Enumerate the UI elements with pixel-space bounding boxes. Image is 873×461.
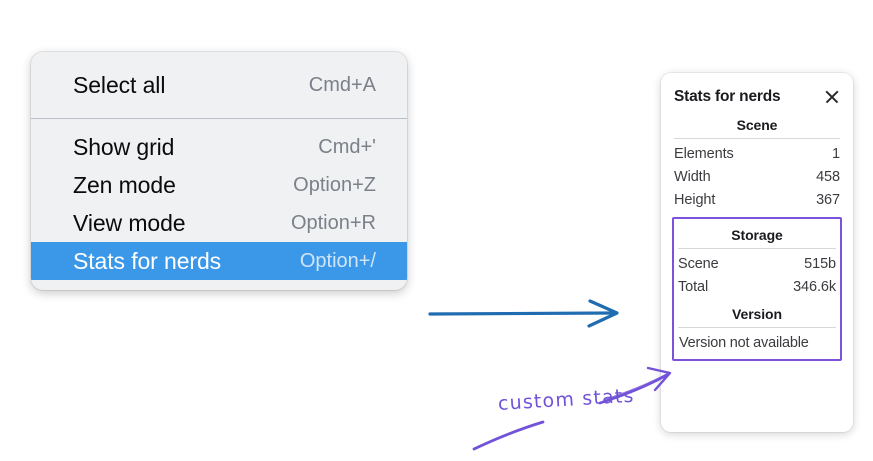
stats-row-key: Elements [674,145,734,162]
version-note: Version not available [679,334,809,351]
section-rule [674,138,840,139]
stats-row-storage-scene: Scene 515b [676,252,838,275]
close-icon[interactable] [823,88,841,106]
menu-item-label: Stats for nerds [73,247,222,274]
stats-row-value: 458 [816,168,840,185]
section-heading: Scene [736,117,778,133]
menu-group-1: Select all Cmd+A [31,52,407,118]
stats-row-width: Width 458 [672,165,842,188]
menu-item-show-grid[interactable]: Show grid Cmd+' [31,128,407,166]
menu-item-view-mode[interactable]: View mode Option+R [31,204,407,242]
menu-item-label: Select all [73,71,166,98]
menu-item-stats-for-nerds[interactable]: Stats for nerds Option+/ [31,242,407,280]
menu-item-select-all[interactable]: Select all Cmd+A [31,66,407,104]
menu-item-label: Zen mode [73,171,176,198]
stats-row-value: 515b [804,255,836,272]
stats-row-value: 346.6k [793,278,836,295]
blue-arrow-icon [428,299,619,328]
custom-stats-annotation-label: custom stats [497,384,636,415]
menu-divider [31,118,407,119]
stats-row-key: Scene [678,255,719,272]
section-heading: Storage [731,227,783,243]
menu-item-shortcut: Cmd+A [308,73,376,96]
stats-row-value: 1 [832,145,840,162]
menu-item-shortcut: Cmd+' [318,135,376,158]
stats-row-elements: Elements 1 [672,142,842,165]
context-menu[interactable]: Select all Cmd+A Show grid Cmd+' Zen mod… [31,52,407,290]
menu-item-shortcut: Option+R [290,211,376,234]
stats-row-key: Height [674,191,716,208]
stats-row-height: Height 367 [672,188,842,211]
stats-row-value: 367 [816,191,840,208]
stats-row-storage-total: Total 346.6k [676,275,838,298]
stats-row-key: Total [678,278,709,295]
section-rule [678,248,836,249]
menu-item-shortcut: Option+/ [299,249,376,272]
stats-panel-header: Stats for nerds [672,83,842,109]
stats-row-key: Width [674,168,711,185]
menu-item-shortcut: Option+Z [293,173,376,196]
menu-item-zen-mode[interactable]: Zen mode Option+Z [31,166,407,204]
menu-group-2: Show grid Cmd+' Zen mode Option+Z View m… [31,119,407,290]
section-rule [678,327,836,328]
purple-underline-stroke [472,420,545,451]
stats-section-storage-highlight: Storage Scene 515b Total 346.6k Version … [672,217,842,361]
stats-section-scene: Scene Elements 1 Width 458 Height 367 [672,109,842,211]
stats-for-nerds-panel: Stats for nerds Scene Elements 1 Width 4… [661,73,853,432]
menu-item-label: Show grid [73,133,175,160]
stats-panel-title: Stats for nerds [674,88,781,105]
menu-item-label: View mode [73,209,186,236]
section-heading-version: Version [732,306,782,322]
